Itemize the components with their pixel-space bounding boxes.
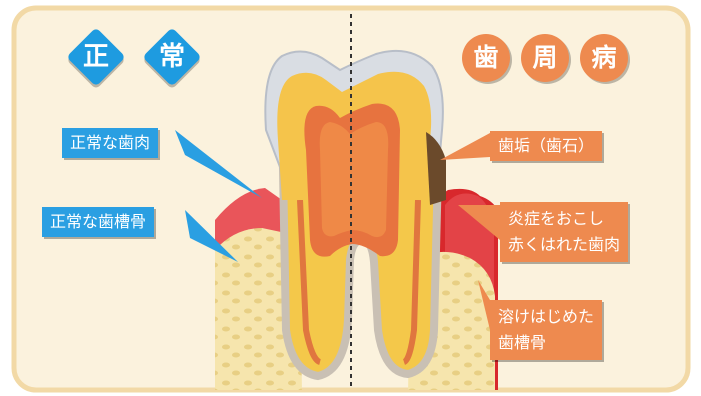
heading-char-disease-3: 病 <box>580 34 628 82</box>
label-tartar: 歯垢（歯石） <box>490 131 602 161</box>
label-inflamed-gum-line1: 炎症をおこし <box>508 206 620 232</box>
heading-char-normal-2: 常 <box>142 27 202 87</box>
heading-char-normal-1: 正 <box>66 27 126 87</box>
heading-char-disease-1: 歯 <box>462 34 510 82</box>
label-inflamed-gum: 炎症をおこし 赤くはれた歯肉 <box>500 202 628 262</box>
label-normal-gum: 正常な歯肉 <box>62 128 158 158</box>
tooth-pulp-inner <box>320 122 389 237</box>
label-normal-bone: 正常な歯槽骨 <box>42 207 154 237</box>
label-inflamed-gum-line2: 赤くはれた歯肉 <box>508 232 620 258</box>
heading-char-disease-2: 周 <box>521 34 569 82</box>
label-resorbing-bone-line1: 溶けはじめた <box>498 304 594 330</box>
label-resorbing-bone-line2: 歯槽骨 <box>498 330 594 356</box>
label-resorbing-bone: 溶けはじめた 歯槽骨 <box>490 300 602 360</box>
